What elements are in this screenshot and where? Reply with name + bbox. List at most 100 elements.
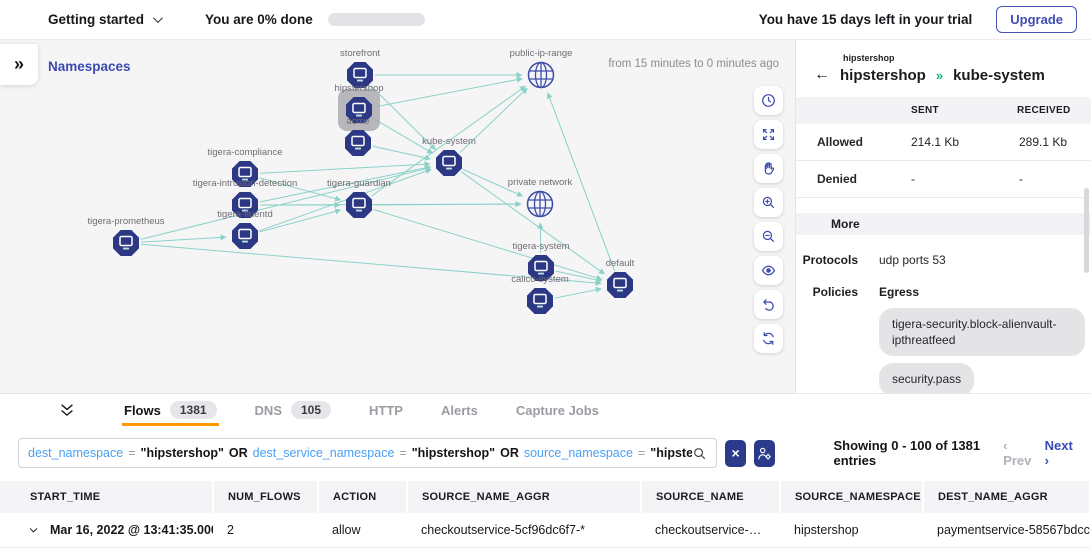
panel-title: ← hipstershop » kube-system: [814, 66, 1091, 84]
progress-bar: [327, 13, 425, 26]
node-label: default: [606, 258, 635, 269]
graph-node-private-network[interactable]: private network: [508, 177, 573, 218]
tab-capture-jobs[interactable]: Capture Jobs: [516, 394, 599, 426]
node-label: tigera-prometheus: [87, 216, 164, 227]
time-settings-button[interactable]: [754, 86, 783, 115]
flow-cell: Mar 16, 2022 @ 13:41:35.000: [0, 513, 213, 548]
flow-cell: checkoutservice-5cf96dc6f7-*: [407, 513, 641, 548]
graph-node-calico-system[interactable]: calico-system: [511, 274, 569, 314]
prev-page-button[interactable]: ‹ Prev: [1003, 438, 1032, 468]
graph-node-tigera-compliance[interactable]: tigera-compliance: [208, 147, 283, 187]
column-header-source_namespace[interactable]: SOURCE_NAMESPACE: [780, 481, 924, 513]
graph-node-tigera-guardian[interactable]: tigera-guardian: [327, 178, 391, 218]
graph-node-tigera-intrusion-detection[interactable]: tigera-intrusion-detection: [193, 178, 298, 218]
policy-pill[interactable]: security.pass: [879, 363, 975, 393]
traffic-table-header: SENT RECEIVED: [796, 97, 1091, 124]
undo-icon: [763, 299, 774, 311]
graph-toolbar: [754, 86, 783, 353]
graph-node-kube-system[interactable]: kube-system: [422, 136, 476, 176]
column-header-num_flows[interactable]: NUM_FLOWS: [213, 481, 319, 513]
zoom-out-button[interactable]: [754, 222, 783, 251]
node-label: public-ip-range: [510, 48, 573, 59]
query-token-kw: OR: [228, 446, 248, 460]
node-label: tigera-fluentd: [217, 209, 272, 220]
query-token-kw: OR: [500, 446, 519, 460]
graph-node-public-ip-range[interactable]: public-ip-range: [510, 48, 573, 89]
node-label: tigera-intrusion-detection: [193, 178, 298, 189]
graph-node-acme[interactable]: acme: [345, 116, 371, 156]
clear-query-button[interactable]: ×: [725, 439, 747, 467]
allowed-row: Allowed 214.1 Kb 289.1 Kb: [796, 124, 1091, 161]
tab-alerts[interactable]: Alerts: [441, 394, 478, 426]
graph-node-default[interactable]: default: [606, 258, 635, 298]
policy-pill[interactable]: tigera-security.block-alienvault-ipthrea…: [879, 308, 1085, 357]
query-token-field: dest_namespace: [28, 446, 124, 460]
next-page-button[interactable]: Next ›: [1044, 438, 1073, 468]
graph-node-storefront[interactable]: storefront: [340, 48, 380, 88]
query-token-field: source_namespace: [523, 446, 633, 460]
zoom-in-button[interactable]: [754, 188, 783, 217]
service-graph-panel: » Namespaces from 15 minutes to 0 minute…: [0, 40, 795, 393]
breadcrumb: hipstershop: [843, 53, 895, 63]
node-label: kube-system: [422, 136, 476, 147]
back-button[interactable]: ←: [814, 66, 830, 83]
user-filter-button[interactable]: [754, 439, 776, 467]
query-token-value: "hipstershop": [140, 446, 224, 460]
tab-label: Flows: [124, 402, 161, 418]
graph-edges: [140, 72, 616, 299]
egress-label: Egress: [879, 285, 920, 299]
tab-http[interactable]: HTTP: [369, 394, 403, 426]
detail-scrollbar-thumb[interactable]: [1084, 188, 1089, 273]
refresh-button[interactable]: [754, 324, 783, 353]
column-header-start_time[interactable]: START_TIME: [0, 481, 214, 513]
tab-label: DNS: [254, 402, 282, 418]
graph-node-hipstershop[interactable]: hipstershop: [334, 83, 384, 131]
more-section-header[interactable]: More: [796, 213, 1091, 235]
node-label: storefront: [340, 48, 380, 59]
column-header-source_name_aggr[interactable]: SOURCE_NAME_AGGR: [407, 481, 642, 513]
close-icon: ×: [731, 445, 740, 461]
collapse-flows-button[interactable]: [58, 402, 76, 419]
policies-row: Policies Egress tigera-security.block-al…: [796, 285, 1091, 393]
node-label: acme: [346, 116, 369, 127]
tab-label: HTTP: [369, 402, 403, 418]
double-chevron-right-icon: »: [13, 54, 24, 74]
upgrade-button[interactable]: Upgrade: [996, 6, 1077, 33]
tab-count-badge: 105: [291, 401, 332, 419]
tab-label: Capture Jobs: [515, 402, 599, 418]
column-header-dest_name_aggr[interactable]: DEST_NAME_AGGR: [923, 481, 1091, 513]
column-header-source_name[interactable]: SOURCE_NAME: [641, 481, 781, 513]
service-graph[interactable]: storefront public-ip-range hipstershopacme…: [0, 40, 795, 393]
time-range-label: from 15 minutes to 0 minutes ago: [608, 58, 779, 70]
show-hide-button[interactable]: [754, 256, 783, 285]
flow-cell: paymentservice-58567bdcc: [923, 513, 1090, 548]
fit-screen-button[interactable]: [754, 120, 783, 149]
search-icon: [694, 447, 706, 459]
undo-button[interactable]: [754, 290, 783, 319]
column-header-action[interactable]: ACTION: [318, 481, 408, 513]
protocols-row: Protocols udp ports 53: [796, 253, 1091, 267]
policies-label: Policies: [812, 285, 858, 299]
protocols-value: udp ports 53: [879, 253, 946, 267]
tab-dns[interactable]: DNS 105: [254, 394, 332, 426]
denied-received-value: -: [1019, 172, 1023, 186]
graph-node-tigera-fluentd[interactable]: tigera-fluentd: [217, 209, 273, 249]
graph-node-tigera-system[interactable]: tigera-system: [512, 241, 570, 281]
node-label: calico-system: [511, 274, 569, 285]
row-expand-chevron-icon[interactable]: [28, 525, 39, 536]
graph-node-tigera-prometheus[interactable]: tigera-prometheus: [87, 216, 165, 256]
double-chevron-down-icon: [61, 403, 73, 416]
pan-button[interactable]: [754, 154, 783, 183]
protocols-label: Protocols: [802, 253, 858, 267]
node-label: tigera-guardian: [327, 178, 391, 189]
getting-started-menu[interactable]: Getting started: [48, 12, 163, 27]
allowed-label: Allowed: [817, 135, 864, 149]
dest-namespace-title: kube-system: [953, 66, 1045, 84]
expand-sidebar-button[interactable]: »: [0, 44, 38, 85]
